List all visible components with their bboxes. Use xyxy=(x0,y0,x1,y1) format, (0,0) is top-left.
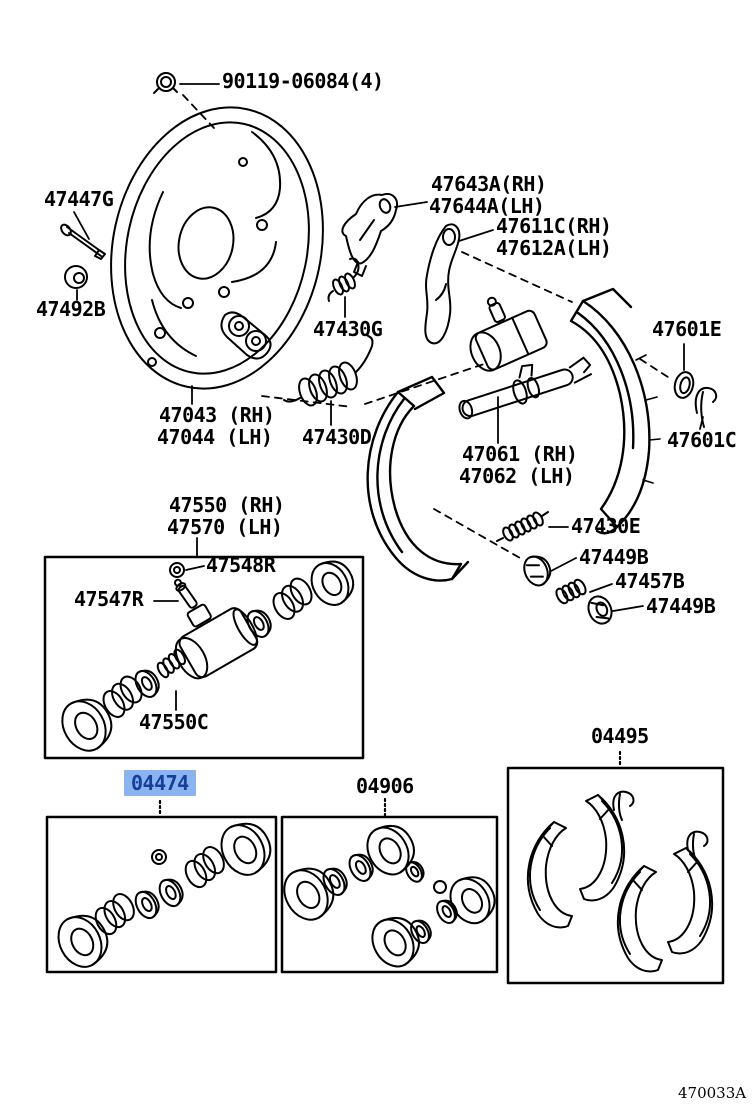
label-shoe-lever-rh[interactable]: 47611C(RH) xyxy=(496,214,612,238)
kit-shoes-box xyxy=(508,768,723,983)
cup-lower-drawing xyxy=(584,593,615,628)
kit-cylinder-contents xyxy=(49,813,281,976)
leading-shoe-drawing xyxy=(368,377,468,581)
label-compression-spring[interactable]: 47457B xyxy=(615,569,685,593)
retainer-bolt-drawing xyxy=(154,73,177,93)
grommet-drawing xyxy=(65,266,87,288)
cup-upper-drawing xyxy=(520,552,555,590)
adjusting-spring-drawing xyxy=(497,511,548,542)
kit-label-leaders xyxy=(160,752,620,816)
label-cup-lower[interactable]: 47449B xyxy=(646,594,716,618)
label-return-spring[interactable]: 47430D xyxy=(302,425,372,449)
compression-spring-drawing xyxy=(554,578,588,605)
wheel-cylinder-box xyxy=(45,557,363,758)
hold-pin-drawing xyxy=(59,223,105,259)
label-backing-plate-rh[interactable]: 47043 (RH) xyxy=(159,403,275,427)
label-backing-plate-lh[interactable]: 47044 (LH) xyxy=(157,425,273,449)
parking-lever-drawing xyxy=(342,194,397,276)
label-c-washer[interactable]: 47601C xyxy=(667,428,737,452)
label-ring[interactable]: 47601E xyxy=(652,317,722,341)
label-wheel-cylinder-lh[interactable]: 47570 (LH) xyxy=(167,515,283,539)
assembly-dashed-lines xyxy=(183,95,671,558)
label-kit-wheel-cylinder[interactable]: 04474 xyxy=(124,770,196,796)
return-spring-drawing xyxy=(284,336,373,408)
label-shoe-lever-lh[interactable]: 47612A(LH) xyxy=(496,236,612,260)
label-kit-shoes[interactable]: 04495 xyxy=(591,724,649,748)
label-bleeder-cap[interactable]: 47548R xyxy=(206,553,276,577)
kit-cups-contents xyxy=(274,815,504,975)
bleeder-cap-drawing xyxy=(170,563,184,577)
wheel-cylinder-kit-drawing xyxy=(52,552,362,760)
label-bleeder-screw[interactable]: 47547R xyxy=(74,587,144,611)
kit-cylinder-box xyxy=(47,817,276,972)
c-washer-drawing xyxy=(696,388,716,427)
adjuster-drawing xyxy=(453,284,595,423)
label-kit-cups[interactable]: 04906 xyxy=(356,774,414,798)
figure-code: 470033A xyxy=(678,1084,747,1102)
lever-spring-drawing xyxy=(329,259,359,302)
leader-lines xyxy=(74,84,703,710)
label-cup-upper[interactable]: 47449B xyxy=(579,545,649,569)
label-wheel-cylinder-rh[interactable]: 47550 (RH) xyxy=(169,493,285,517)
label-grommet[interactable]: 47492B xyxy=(36,297,106,321)
label-cylinder-cup[interactable]: 47550C xyxy=(139,710,209,734)
label-retainer-bolt[interactable]: 90119-06084(4) xyxy=(222,69,384,93)
backing-plate-drawing xyxy=(86,87,349,408)
ring-drawing xyxy=(672,370,696,400)
shoe-lever-drawing xyxy=(425,224,459,343)
label-adjusting-spring[interactable]: 47430E xyxy=(571,514,641,538)
kit-cups-box xyxy=(282,817,497,972)
label-adjuster-rh[interactable]: 47061 (RH) xyxy=(462,442,578,466)
trailing-shoe-drawing xyxy=(571,289,660,533)
bleeder-screw-drawing xyxy=(172,577,199,609)
label-shoe-hold-pin[interactable]: 47447G xyxy=(44,187,114,211)
kit-shoes-contents xyxy=(526,790,714,973)
label-parking-lever-lh[interactable]: 47644A(LH) xyxy=(429,194,545,218)
label-adjuster-lh[interactable]: 47062 (LH) xyxy=(459,464,575,488)
label-lever-spring[interactable]: 47430G xyxy=(313,317,383,341)
label-parking-lever-rh[interactable]: 47643A(RH) xyxy=(431,172,547,196)
